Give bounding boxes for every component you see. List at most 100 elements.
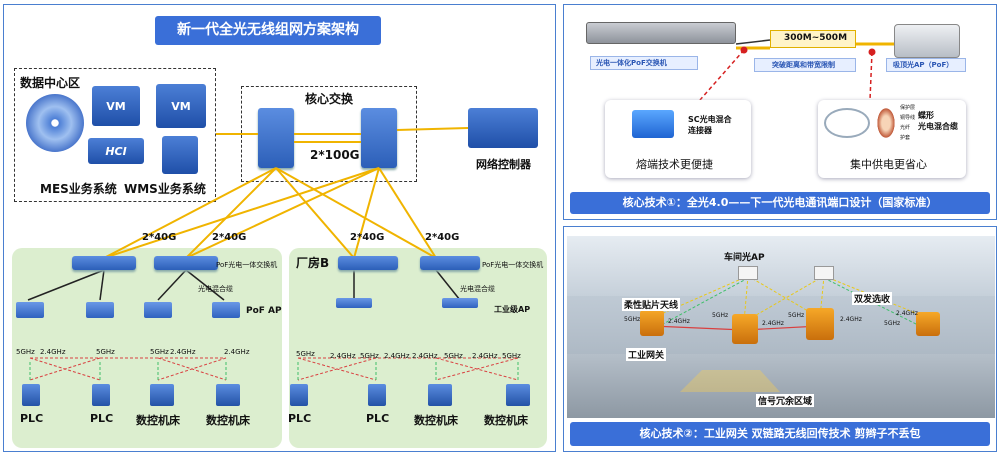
zone-a-ap-label: PoF AP — [246, 306, 282, 316]
zone-b-title: 厂房B — [296, 256, 330, 270]
zone-a-plc-2 — [92, 384, 110, 406]
core-link-label: 2*100G — [310, 148, 360, 162]
zone-b-cable-label: 光电混合缆 — [460, 285, 495, 293]
zone-b-cnc-1 — [428, 384, 452, 406]
shop-ap-2 — [814, 266, 834, 280]
mes-label: MES业务系统 — [40, 182, 117, 196]
pof-switch-photo — [586, 22, 736, 44]
zone-a-band-1: 5GHz — [16, 348, 35, 356]
zone-b-band-1: 5GHz — [296, 350, 315, 358]
sc-label-text: SC光电混合 连接器 — [688, 115, 732, 135]
factory-band-6: 2.4GHz — [840, 316, 862, 323]
main-title: 新一代全光无线组网方案架构 — [155, 16, 381, 45]
cable-part-1: 保护层 — [900, 105, 916, 111]
cable-label-text: 蝶形 光电混合缆 — [918, 111, 958, 131]
factory-band-5: 5GHz — [788, 312, 805, 319]
zone-a-cable-label: 光电混合缆 — [198, 285, 233, 293]
zone-a-device-3: 数控机床 — [136, 414, 180, 427]
zone-b-device-4: 数控机床 — [484, 414, 528, 427]
zone-a-ap-2 — [86, 302, 114, 318]
shop-ap-1 — [738, 266, 758, 280]
datacenter-box — [14, 68, 216, 202]
zone-b-plc-2 — [368, 384, 386, 406]
redundancy-label: 信号冗余区域 — [756, 394, 815, 407]
factory-band-1: 5GHz — [624, 316, 641, 323]
robot-2 — [732, 314, 758, 344]
zone-b-device-2: PLC — [366, 412, 390, 425]
shop-ap-label: 车间光AP — [724, 253, 765, 263]
cable-part-2: 铜导线 — [900, 115, 916, 121]
zone-b-band-4: 2.4GHz — [384, 352, 410, 360]
hci-label: HCI — [105, 144, 127, 158]
zone-a-band-6: 2.4GHz — [224, 348, 250, 356]
factory-band-8: 2.4GHz — [896, 310, 918, 317]
gateway-label: 工业网关 — [626, 348, 667, 361]
zone-b-band-5: 2.4GHz — [412, 352, 438, 360]
top-right-links — [699, 39, 894, 101]
uplink-label-4: 2*40G — [425, 232, 460, 243]
zone-a-cnc-2 — [216, 384, 240, 406]
factory-band-7: 5GHz — [884, 320, 901, 327]
zone-a-cnc-1 — [150, 384, 174, 406]
switch-caption-box — [590, 56, 698, 70]
zone-b-pof-switch-1 — [338, 256, 398, 270]
zone-a — [12, 248, 282, 448]
factory-band-4: 2.4GHz — [762, 320, 784, 327]
vm2-label: VM — [171, 99, 191, 113]
ap-caption-box — [886, 58, 966, 72]
core-switch-1 — [258, 108, 294, 168]
zone-b-device-1: PLC — [288, 412, 312, 425]
zone-a-device-2: PLC — [90, 412, 114, 425]
zone-a-device-4: 数控机床 — [206, 414, 250, 427]
vm1-label: VM — [106, 99, 126, 113]
sc-label: SC光电混合 连接器 — [688, 114, 732, 136]
core-tech-2-banner: 核心技术②：工业网关 双链路无线回传技术 剪辫子不丢包 — [570, 422, 990, 446]
factory-ceiling — [567, 236, 995, 296]
sc-card — [605, 100, 751, 178]
robot-3 — [806, 308, 834, 340]
zone-a-band-2: 2.4GHz — [40, 348, 66, 356]
cable-cross-section — [876, 106, 896, 140]
distance-caption-box — [754, 58, 856, 72]
uplink-label-1: 2*40G — [142, 232, 177, 243]
zone-b-ap-2 — [442, 298, 478, 308]
zone-b-band-7: 2.4GHz — [472, 352, 498, 360]
factory-band-2: 2.4GHz — [668, 318, 690, 325]
core-label: 核心交换 — [305, 92, 354, 106]
controller-label: 网络控制器 — [476, 158, 531, 171]
zone-a-pof-switch-2 — [154, 256, 218, 270]
robot-1 — [640, 310, 664, 336]
rack-server — [162, 136, 198, 174]
vm-server-2: VM — [156, 84, 206, 128]
zone-b-switch-label: PoF光电一体交换机 — [482, 261, 544, 269]
zone-b-plc-1 — [290, 384, 308, 406]
zone-b-pof-switch-2 — [420, 256, 480, 270]
zone-a-ap-3 — [144, 302, 172, 318]
cable-label: 蝶形 光电混合缆 — [918, 110, 958, 132]
robot-4 — [916, 312, 940, 336]
zone-a-ap-1 — [16, 302, 44, 318]
flex-antenna-label: 柔性贴片天线 — [622, 298, 681, 311]
speed-box — [770, 30, 856, 48]
factory-scene — [567, 236, 995, 418]
zone-b-ap-1 — [336, 298, 372, 308]
zone-a-pof-switch-1 — [72, 256, 136, 270]
switch-caption: 光电一体化PoF交换机 — [596, 59, 667, 67]
cable-part-3: 光纤 — [900, 125, 911, 131]
zone-a-band-4: 5GHz — [150, 348, 169, 356]
zone-b — [289, 248, 547, 448]
core-switch-2 — [361, 108, 397, 168]
wms-label: WMS业务系统 — [124, 182, 206, 196]
zone-a-band-5: 2.4GHz — [170, 348, 196, 356]
zone-b-band-3: 5GHz — [360, 352, 379, 360]
ap-caption: 吸顶光AP（PoF） — [893, 61, 954, 69]
zone-a-device-1: PLC — [20, 412, 44, 425]
zone-b-device-3: 数控机床 — [414, 414, 458, 427]
uplink-label-3: 2*40G — [350, 232, 385, 243]
factory-floor — [567, 354, 995, 418]
disc-icon — [26, 94, 84, 152]
dual-send-label: 双发选收 — [852, 292, 893, 305]
zone-b-cnc-2 — [506, 384, 530, 406]
zone-b-band-8: 5GHz — [502, 352, 521, 360]
